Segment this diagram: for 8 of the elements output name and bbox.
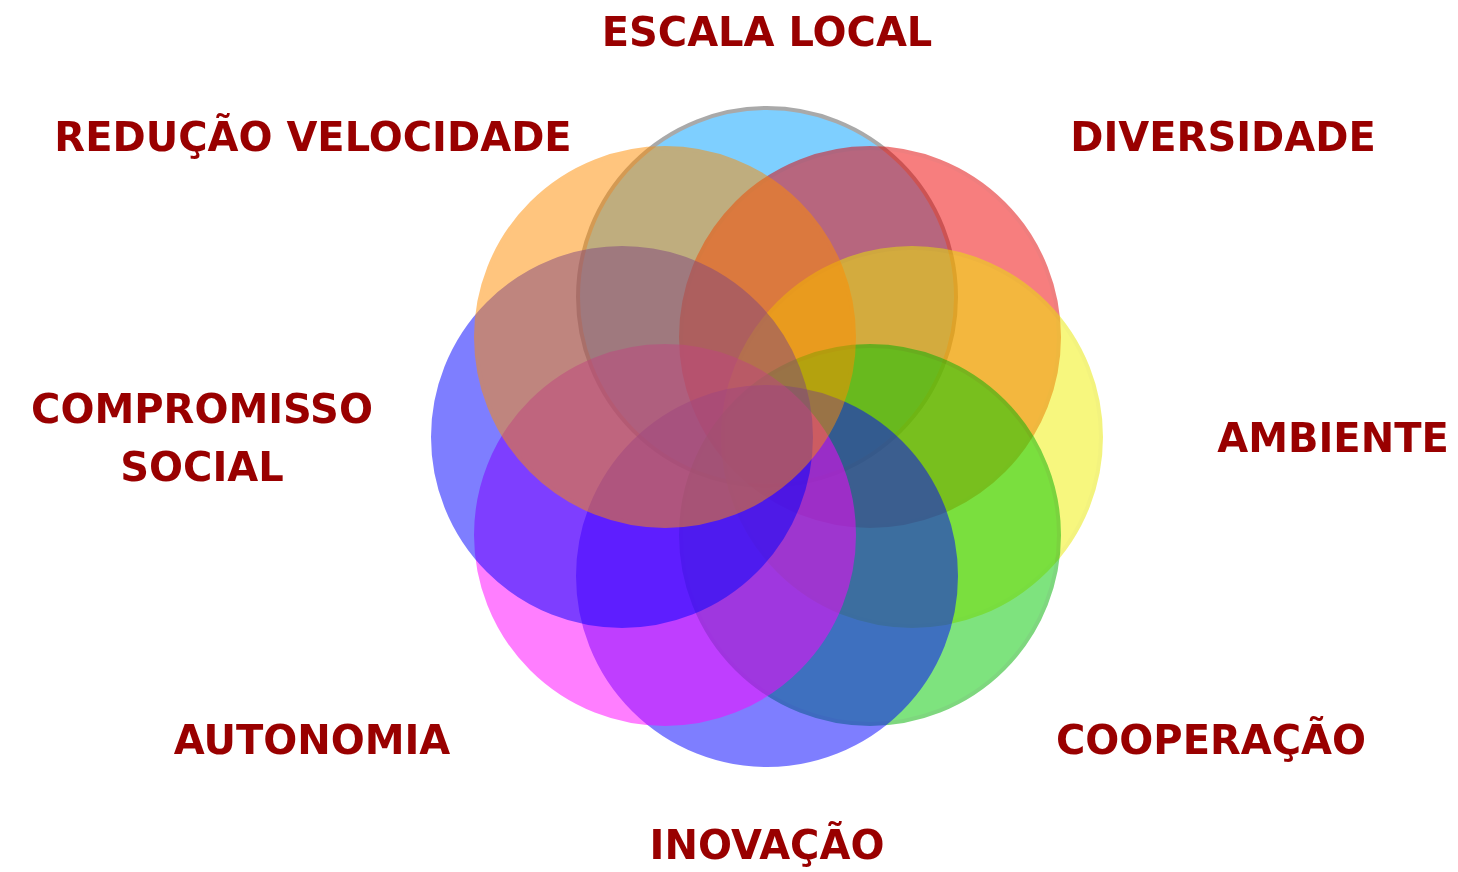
circle-label: AUTONOMIA bbox=[173, 716, 451, 765]
circle-label: DIVERSIDADE bbox=[1070, 113, 1376, 162]
circle-label: REDUÇÃO VELOCIDADE bbox=[54, 112, 572, 162]
circle-label: AMBIENTE bbox=[1217, 414, 1449, 463]
circle-label: COMPROMISSO SOCIAL bbox=[30, 385, 374, 492]
circle-label: ESCALA LOCAL bbox=[601, 8, 933, 57]
circle-label: INOVAÇÃO bbox=[649, 820, 885, 870]
circle-label: COOPERAÇÃO bbox=[1055, 715, 1367, 765]
